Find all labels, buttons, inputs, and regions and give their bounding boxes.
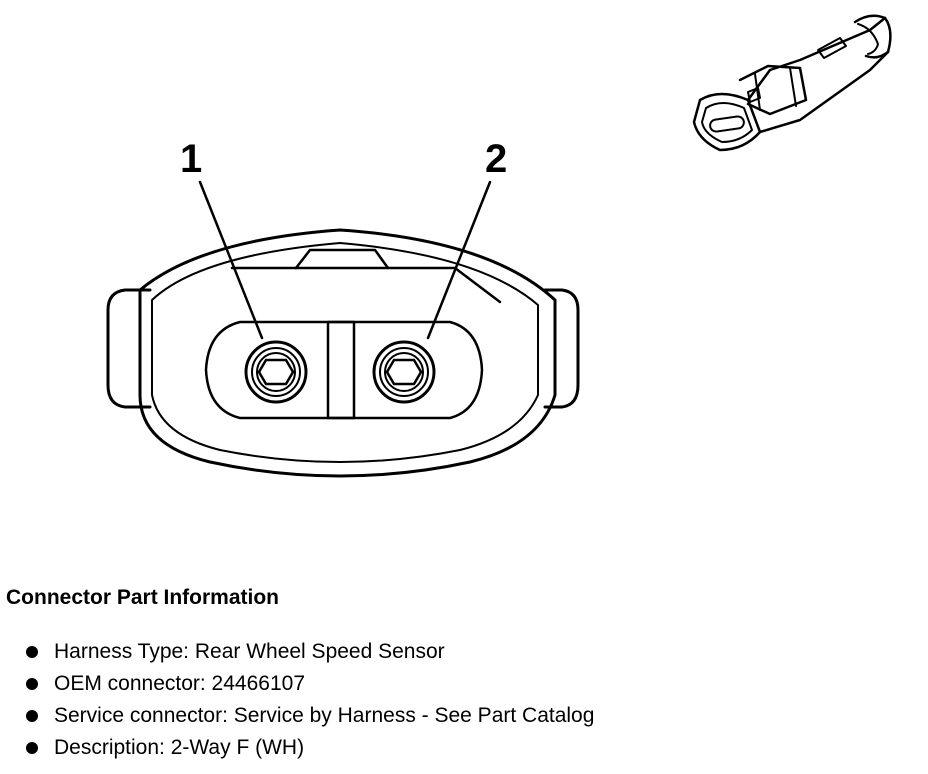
connector-outer-body: [138, 228, 557, 478]
bullet-icon: [26, 646, 38, 658]
connector-right-tab: [543, 288, 580, 409]
connector-left-tab: [106, 288, 152, 409]
connector-divider: [326, 320, 356, 420]
connector-latch: [294, 248, 390, 270]
connector-part-information: Connector Part Information Harness Type:…: [6, 586, 906, 764]
bullet-icon: [26, 678, 38, 690]
bullet-icon: [26, 742, 38, 754]
pin-2-label: 2: [485, 137, 507, 181]
list-item: Service connector: Service by Harness - …: [26, 700, 906, 732]
bullet-icon: [26, 710, 38, 722]
pin-2-leader: [426, 180, 492, 340]
info-list: Harness Type: Rear Wheel Speed Sensor OE…: [6, 636, 906, 764]
list-item-text: Harness Type: Rear Wheel Speed Sensor: [54, 640, 445, 663]
connector-top-band: [230, 266, 502, 304]
list-item-text: OEM connector: 24466107: [54, 672, 305, 695]
connector-cavity-face: [204, 320, 484, 420]
connector-isometric-thumbnail: [692, 14, 892, 152]
list-item-text: Service connector: Service by Harness - …: [54, 704, 595, 727]
list-item-text: Description: 2-Way F (WH): [54, 736, 305, 759]
terminal-2: [372, 340, 436, 404]
info-title: Connector Part Information: [6, 586, 280, 609]
connector-inner-body: [151, 242, 539, 463]
connector-diagram: 1 2: [106, 14, 892, 478]
pin-1-label: 1: [180, 137, 202, 181]
pin-1-leader: [198, 180, 264, 340]
list-item: Description: 2-Way F (WH): [26, 732, 906, 764]
list-item: OEM connector: 24466107: [26, 668, 906, 700]
terminal-1: [244, 340, 308, 404]
list-item: Harness Type: Rear Wheel Speed Sensor: [26, 636, 906, 668]
